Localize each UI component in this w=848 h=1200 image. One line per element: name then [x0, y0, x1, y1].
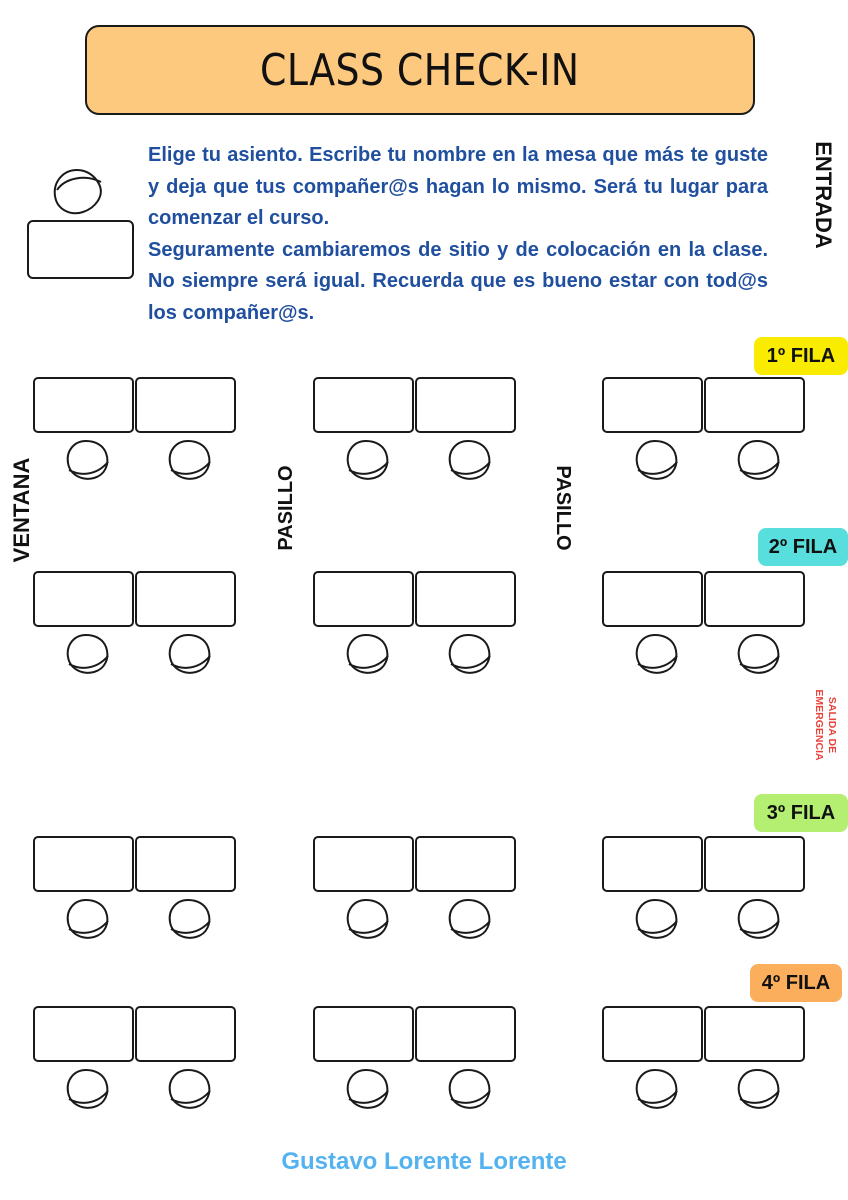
- instructions: Elige tu asiento. Escribe tu nombre en l…: [148, 140, 768, 329]
- emergency-exit-label: SALIDA DE EMERGENCIA: [808, 680, 838, 770]
- chair-icon: [164, 1067, 214, 1113]
- emergency-exit-line-1: SALIDA DE: [826, 696, 838, 754]
- chair-icon: [342, 1067, 392, 1113]
- chair-icon: [733, 632, 783, 678]
- row-tag-4: 4º FILA: [750, 964, 842, 1002]
- chair-icon: [62, 632, 112, 678]
- desk[interactable]: [313, 377, 414, 433]
- desk[interactable]: [704, 377, 805, 433]
- instructions-paragraph-1: Elige tu asiento. Escribe tu nombre en l…: [148, 144, 768, 229]
- desk[interactable]: [704, 571, 805, 627]
- chair-icon: [62, 1067, 112, 1113]
- desk[interactable]: [704, 836, 805, 892]
- chair-icon: [733, 438, 783, 484]
- desk[interactable]: [415, 377, 516, 433]
- desk[interactable]: [415, 1006, 516, 1062]
- chair-icon: [342, 897, 392, 943]
- desk[interactable]: [602, 1006, 703, 1062]
- chair-icon: [631, 1067, 681, 1113]
- desk[interactable]: [602, 571, 703, 627]
- desk[interactable]: [135, 571, 236, 627]
- chair-icon: [444, 1067, 494, 1113]
- aisle-label-left: PASILLO: [275, 465, 297, 551]
- desk[interactable]: [313, 1006, 414, 1062]
- chair-icon: [631, 632, 681, 678]
- desk[interactable]: [33, 1006, 134, 1062]
- chair-icon: [164, 632, 214, 678]
- chair-icon: [342, 632, 392, 678]
- instructions-paragraph-2: Seguramente cambiaremos de sitio y de co…: [148, 238, 768, 324]
- desk[interactable]: [704, 1006, 805, 1062]
- chair-icon: [631, 897, 681, 943]
- chair-icon: [444, 438, 494, 484]
- desk[interactable]: [602, 836, 703, 892]
- desk[interactable]: [135, 836, 236, 892]
- chair-icon: [62, 897, 112, 943]
- desk[interactable]: [33, 571, 134, 627]
- chair-icon: [444, 897, 494, 943]
- desk[interactable]: [135, 1006, 236, 1062]
- aisle-label-right: PASILLO: [552, 465, 574, 551]
- chair-icon: [631, 438, 681, 484]
- chair-icon: [444, 632, 494, 678]
- desk[interactable]: [135, 377, 236, 433]
- desk[interactable]: [33, 836, 134, 892]
- entrance-label: ENTRADA: [811, 141, 836, 249]
- desk[interactable]: [313, 571, 414, 627]
- chair-icon: [164, 438, 214, 484]
- author-credit: Gustavo Lorente Lorente: [281, 1148, 567, 1175]
- row-tag-2: 2º FILA: [758, 528, 848, 566]
- chair-icon: [733, 1067, 783, 1113]
- chair-icon: [342, 438, 392, 484]
- chair-icon: [62, 438, 112, 484]
- chair-icon: [733, 897, 783, 943]
- row-tag-1: 1º FILA: [754, 337, 848, 375]
- title-banner: CLASS CHECK-IN: [85, 25, 755, 115]
- window-label: VENTANA: [9, 457, 34, 563]
- desk[interactable]: [415, 571, 516, 627]
- page-title: CLASS CHECK-IN: [260, 44, 580, 96]
- desk[interactable]: [313, 836, 414, 892]
- row-tag-3: 3º FILA: [754, 794, 848, 832]
- desk[interactable]: [33, 377, 134, 433]
- desk[interactable]: [602, 377, 703, 433]
- desk[interactable]: [415, 836, 516, 892]
- emergency-exit-line-2: EMERGENCIA: [813, 689, 825, 761]
- student-seat-icon: [27, 168, 134, 279]
- chair-icon: [164, 897, 214, 943]
